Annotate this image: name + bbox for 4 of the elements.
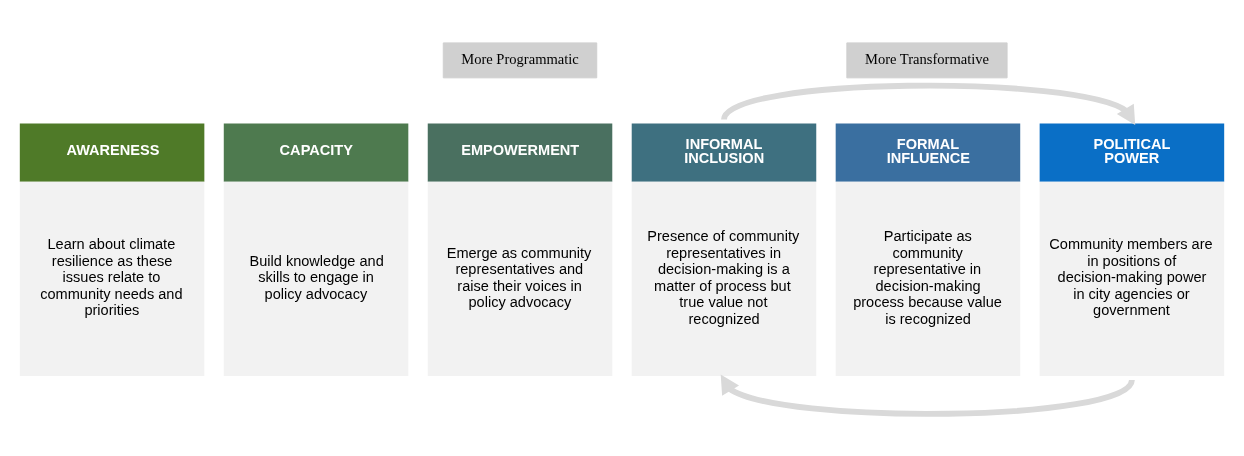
label: More Transformative (864, 50, 989, 67)
label: More Programmatic (461, 50, 579, 67)
arrow (720, 374, 1135, 417)
arrow (721, 82, 1136, 125)
